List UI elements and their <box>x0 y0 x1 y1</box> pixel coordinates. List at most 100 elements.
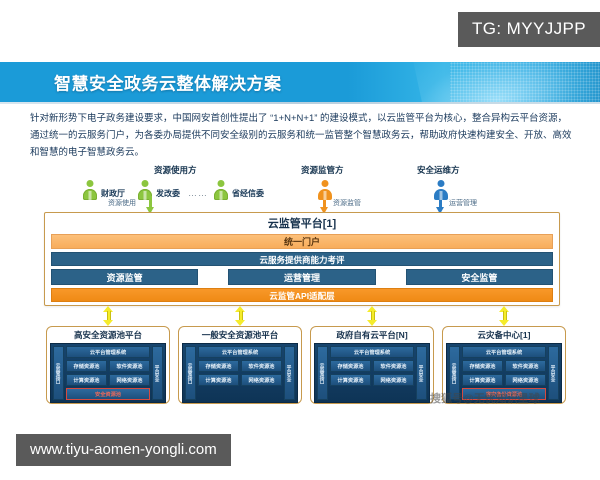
card-left-strip-3: 云监管接口 <box>317 346 328 400</box>
card-storage-pool-4: 存储资源池 <box>462 360 503 372</box>
card-compute-pool-3: 计算资源池 <box>330 374 371 386</box>
page-title: 智慧安全政务云整体解决方案 <box>54 74 282 94</box>
card-body-1: 云监管接口 云平台管理系统 存储资源池 软件资源池 计算资源池 网络资源池 安全… <box>50 343 166 403</box>
card-right-strip-3: 平台安全 <box>416 346 427 400</box>
card-left-strip-1: 云监管接口 <box>53 346 64 400</box>
platform-api-adaptation-bar: 云监管API适配层 <box>51 288 553 302</box>
card-row-a-1: 存储资源池 软件资源池 <box>66 360 150 372</box>
card-body-4: 云监管接口 云平台管理系统 存储资源池 软件资源池 计算资源池 网络资源池 容灾… <box>446 343 562 403</box>
card-storage-pool-1: 存储资源池 <box>66 360 107 372</box>
header-banner: 智慧安全政务云整体解决方案 <box>0 62 600 102</box>
card-right-strip-label-4: 平台安全 <box>551 364 556 382</box>
card-network-pool-2: 网络资源池 <box>241 374 282 386</box>
card-row-a-2: 存储资源池 软件资源池 <box>198 360 282 372</box>
card-network-pool-1: 网络资源池 <box>109 374 150 386</box>
card-right-strip-label-3: 平台安全 <box>419 364 424 382</box>
watermark-text: 搜狐号@无忧知识星球 <box>430 393 540 405</box>
card-grid-3: 云平台管理系统 存储资源池 软件资源池 计算资源池 网络资源池 <box>330 346 414 400</box>
banner-dot-texture <box>450 62 600 102</box>
card-right-strip-2: 平台安全 <box>284 346 295 400</box>
card-grid-4: 云平台管理系统 存储资源池 软件资源池 计算资源池 网络资源池 容灾备份资源池 <box>462 346 546 400</box>
person-icon-green-2 <box>137 180 153 202</box>
actor-group-title-regulator: 资源监管方 <box>301 165 344 175</box>
cloud-regulation-platform: 云监管平台[1] 统一门户 云服务提供商能力考评 资源监管 运营管理 安全监管 … <box>44 212 560 306</box>
actor-ellipsis: …… <box>188 188 208 198</box>
card-network-pool-4: 网络资源池 <box>505 374 546 386</box>
platform-provider-evaluation-bar: 云服务提供商能力考评 <box>51 252 553 266</box>
card-grid-2: 云平台管理系统 存储资源池 软件资源池 计算资源池 网络资源池 <box>198 346 282 400</box>
card-cloud-mgmt-system-4: 云平台管理系统 <box>462 346 546 358</box>
card-body-3: 云监管接口 云平台管理系统 存储资源池 软件资源池 计算资源池 网络资源池 平台… <box>314 343 430 403</box>
flow-label-operations-management: 运营管理 <box>449 200 477 207</box>
arrow-operations-management <box>436 200 445 214</box>
card-highlight-pool-1: 安全资源池 <box>66 388 150 400</box>
card-title-2: 一般安全资源池平台 <box>201 330 279 340</box>
url-badge: www.tiyu-aomen-yongli.com <box>16 434 231 466</box>
card-row-b-4: 计算资源池 网络资源池 <box>462 374 546 386</box>
person-icon-green-3 <box>213 180 229 202</box>
platform-module-gap-2 <box>379 269 402 285</box>
card-software-pool-2: 软件资源池 <box>241 360 282 372</box>
card-high-security-resource-pool: 高安全资源池平台 云监管接口 云平台管理系统 存储资源池 软件资源池 计算资源池… <box>46 326 170 404</box>
arrow-resource-usage <box>146 196 155 214</box>
person-icon-orange <box>317 180 333 202</box>
flow-label-resource-regulation: 资源监管 <box>333 200 361 207</box>
card-row-b-1: 计算资源池 网络资源池 <box>66 374 150 386</box>
card-title-3: 政府自有云平台[N] <box>336 330 408 340</box>
platform-module-operations-management: 运营管理 <box>228 269 376 285</box>
card-cloud-mgmt-system-3: 云平台管理系统 <box>330 346 414 358</box>
tg-badge: TG: MYYJJPP <box>458 12 600 47</box>
intro-line-3: 和智慧的电子智慧政务云。 <box>30 147 145 158</box>
intro-line-2: 通过统一的云服务门户，为各委办局提供不同安全级别的云服务和统一监管整个智慧政务云… <box>30 130 572 141</box>
card-row-b-2: 计算资源池 网络资源池 <box>198 374 282 386</box>
card-row-a-4: 存储资源池 软件资源池 <box>462 360 546 372</box>
card-row-a-3: 存储资源池 软件资源池 <box>330 360 414 372</box>
flow-label-resource-usage: 资源使用 <box>108 200 136 207</box>
card-left-strip-label-4: 云监管接口 <box>452 362 457 384</box>
actor-group-title-security-ops: 安全运维方 <box>417 165 460 175</box>
card-left-strip-4: 云监管接口 <box>449 346 460 400</box>
card-network-pool-3: 网络资源池 <box>373 374 414 386</box>
card-body-2: 云监管接口 云平台管理系统 存储资源池 软件资源池 计算资源池 网络资源池 平台… <box>182 343 298 403</box>
actor-label-shengjingxinwei: 省经信委 <box>232 189 264 198</box>
card-right-strip-label-2: 平台安全 <box>287 364 292 382</box>
card-compute-pool-4: 计算资源池 <box>462 374 503 386</box>
connector-arrow-1 <box>103 306 114 326</box>
actor-label-fagaiwei: 发改委 <box>156 189 180 198</box>
intro-line-1: 针对新形势下电子政务建设要求，中国网安首创性提出了 “1+N+N+1” 的建设模… <box>30 113 568 124</box>
card-row-b-3: 计算资源池 网络资源池 <box>330 374 414 386</box>
card-right-strip-1: 平台安全 <box>152 346 163 400</box>
card-highlight-pool-4: 容灾备份资源池 <box>462 388 546 400</box>
card-grid-1: 云平台管理系统 存储资源池 软件资源池 计算资源池 网络资源池 安全资源池 <box>66 346 150 400</box>
arrow-resource-regulation <box>320 200 329 214</box>
card-software-pool-3: 软件资源池 <box>373 360 414 372</box>
platform-module-resource-regulation: 资源监管 <box>51 269 199 285</box>
card-right-strip-4: 平台安全 <box>548 346 559 400</box>
card-title-1: 高安全资源池平台 <box>73 330 142 340</box>
card-storage-pool-3: 存储资源池 <box>330 360 371 372</box>
connector-arrow-3 <box>367 306 378 326</box>
card-government-own-cloud: 政府自有云平台[N] 云监管接口 云平台管理系统 存储资源池 软件资源池 计算资… <box>310 326 434 404</box>
card-software-pool-4: 软件资源池 <box>505 360 546 372</box>
card-compute-pool-1: 计算资源池 <box>66 374 107 386</box>
card-left-strip-label-1: 云监管接口 <box>56 362 61 384</box>
card-left-strip-2: 云监管接口 <box>185 346 196 400</box>
card-general-security-resource-pool: 一般安全资源池平台 云监管接口 云平台管理系统 存储资源池 软件资源池 计算资源… <box>178 326 302 404</box>
connector-arrow-2 <box>235 306 246 326</box>
platform-module-gap-1 <box>202 269 225 285</box>
intro-paragraph: 针对新形势下电子政务建设要求，中国网安首创性提出了 “1+N+N+1” 的建设模… <box>30 110 578 161</box>
architecture-diagram: 资源使用方 财政厅 发改委 …… 省经信委 资源使用 资源监管方 <box>0 160 600 422</box>
banner-underline <box>0 102 600 104</box>
card-right-strip-label-1: 平台安全 <box>155 364 160 382</box>
platform-title: 云监管平台[1] <box>267 218 337 230</box>
card-software-pool-1: 软件资源池 <box>109 360 150 372</box>
card-title-4: 云灾备中心[1] <box>477 330 531 340</box>
platform-module-security-regulation: 安全监管 <box>405 269 553 285</box>
actor-label-caizhengting: 财政厅 <box>101 189 125 198</box>
card-left-strip-label-3: 云监管接口 <box>320 362 325 384</box>
platform-unified-portal-bar: 统一门户 <box>51 234 553 249</box>
card-cloud-mgmt-system-2: 云平台管理系统 <box>198 346 282 358</box>
card-cloud-mgmt-system-1: 云平台管理系统 <box>66 346 150 358</box>
person-icon-green-1 <box>82 180 98 202</box>
card-left-strip-label-2: 云监管接口 <box>188 362 193 384</box>
